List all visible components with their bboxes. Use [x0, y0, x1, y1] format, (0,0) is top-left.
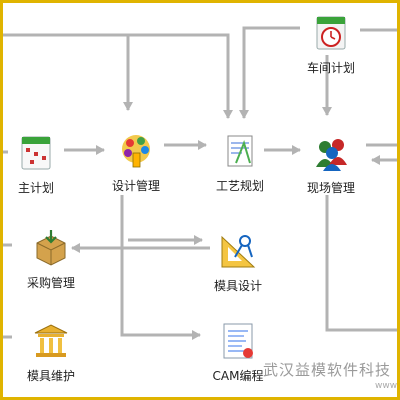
mold-maintenance-label: 模具维护	[26, 369, 75, 383]
palette-icon	[122, 135, 150, 168]
cam-programming-node[interactable]: CAM编程	[193, 321, 283, 384]
main-plan-label: 主计划	[17, 181, 54, 195]
site-mgmt-node[interactable]: 现场管理	[286, 133, 376, 196]
people-group-icon	[316, 139, 347, 171]
mold-maintenance-node[interactable]: 模具维护	[6, 321, 96, 384]
mold-design-label: 模具设计	[213, 279, 262, 293]
watermark-url: www.z	[375, 381, 400, 391]
box-download-icon	[36, 230, 66, 266]
calendar-clock-icon	[316, 16, 346, 50]
building-columns-icon	[34, 324, 68, 357]
cam-programming-label: CAM编程	[212, 369, 264, 383]
workshop-plan-node[interactable]: 车间计划	[286, 13, 376, 76]
code-document-icon	[223, 323, 253, 359]
watermark-text: 武汉益模软件科技	[263, 361, 392, 379]
arrow-site-down-right	[325, 195, 397, 332]
site-mgmt-label: 现场管理	[306, 181, 355, 195]
arrow-top-to-process-plan	[3, 33, 233, 119]
design-mgmt-label: 设计管理	[111, 179, 160, 193]
arrow-design-down-cam	[120, 195, 201, 340]
arrow-workshop-to-process	[239, 26, 300, 119]
purchase-mgmt-node[interactable]: 采购管理	[6, 228, 96, 291]
main-plan-node[interactable]: 主计划	[3, 133, 81, 196]
clipboard-compass-icon	[227, 135, 253, 167]
design-mgmt-node[interactable]: 设计管理	[91, 131, 181, 194]
ruler-tools-icon	[221, 235, 256, 268]
calendar-icon	[21, 136, 51, 170]
process-plan-node[interactable]: 工艺规划	[195, 131, 285, 194]
workshop-plan-label: 车间计划	[306, 61, 355, 75]
mold-design-node[interactable]: 模具设计	[193, 231, 283, 294]
purchase-mgmt-label: 采购管理	[26, 276, 75, 290]
process-plan-label: 工艺规划	[215, 179, 264, 193]
